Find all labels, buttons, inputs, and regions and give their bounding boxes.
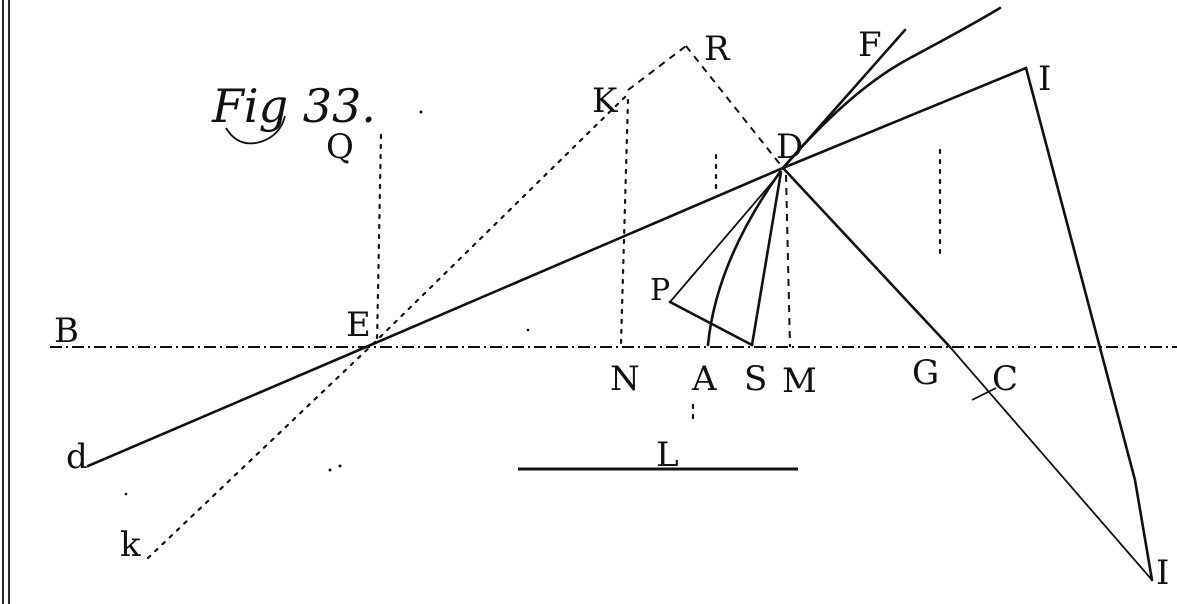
line-i-i bbox=[1024, 66, 1154, 582]
tick-c bbox=[971, 387, 997, 401]
line-e-d bbox=[371, 166, 785, 346]
label-s: S bbox=[744, 359, 767, 399]
label-k-lower: k bbox=[120, 525, 141, 565]
stray-dot bbox=[328, 468, 332, 472]
label-p: P bbox=[650, 273, 670, 308]
line-g-i bbox=[949, 346, 1153, 581]
title-flourish bbox=[225, 115, 286, 145]
dotted-k-e bbox=[146, 342, 375, 560]
label-m: M bbox=[782, 361, 817, 401]
curve-d-top bbox=[781, 6, 1002, 170]
line-d-g bbox=[781, 166, 952, 349]
label-n: N bbox=[610, 359, 640, 399]
stray-dot bbox=[526, 328, 530, 332]
line-d-i bbox=[781, 66, 1028, 170]
label-k: K bbox=[592, 81, 618, 121]
figure-title: Fig 33. bbox=[211, 79, 376, 133]
dashed-d-m bbox=[785, 174, 791, 348]
line-p-s bbox=[668, 300, 754, 347]
label-e: E bbox=[346, 305, 371, 345]
label-q: Q bbox=[326, 127, 354, 167]
label-c: C bbox=[992, 359, 1018, 399]
label-r: R bbox=[704, 29, 731, 69]
line-d-p bbox=[669, 171, 782, 303]
dotted-q-e bbox=[375, 133, 383, 346]
label-a: A bbox=[691, 359, 717, 399]
label-d-lower: d bbox=[66, 437, 88, 477]
line-d-s bbox=[750, 170, 783, 347]
stray-dot bbox=[338, 464, 342, 468]
dotted-e-k bbox=[371, 92, 630, 346]
dashed-r-d bbox=[685, 45, 784, 169]
label-f: F bbox=[858, 25, 882, 65]
label-i-top: I bbox=[1038, 59, 1051, 99]
label-b: B bbox=[54, 311, 79, 351]
dotted-k-n bbox=[619, 98, 630, 346]
label-d: D bbox=[776, 127, 803, 167]
stray-dot bbox=[419, 110, 423, 114]
label-l: L bbox=[656, 435, 679, 475]
label-i-bottom: I bbox=[1156, 553, 1169, 593]
stray-dot bbox=[124, 492, 128, 496]
curve-d-a bbox=[706, 170, 782, 347]
line-d-e bbox=[86, 342, 375, 468]
label-g: G bbox=[912, 353, 939, 393]
dashed-k-r bbox=[627, 45, 687, 91]
